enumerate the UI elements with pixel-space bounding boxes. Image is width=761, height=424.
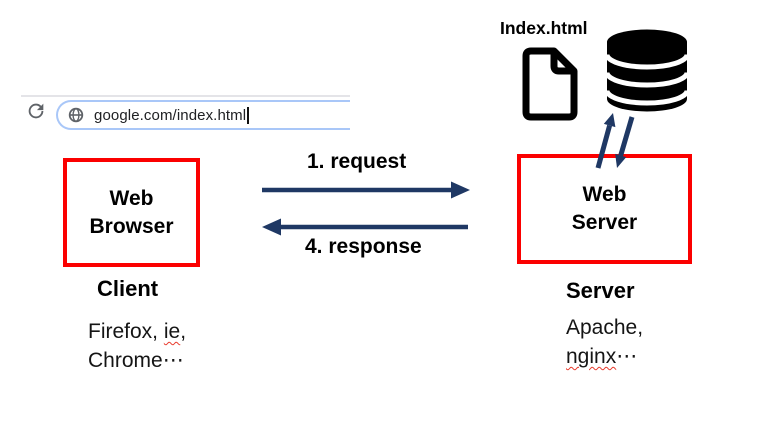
web-browser-label-line1: Web — [109, 186, 154, 210]
response-label: 4. response — [305, 235, 422, 258]
request-label: 1. request — [307, 150, 407, 173]
db-upload-arrow — [595, 113, 616, 169]
text-cursor — [247, 106, 249, 124]
browser-toolbar-divider — [21, 95, 350, 97]
server-examples-line1: Apache, — [566, 316, 644, 339]
server-examples-line2: nginx⋯ — [566, 345, 638, 368]
web-browser-node: Web Browser — [63, 158, 200, 267]
db-download-arrow — [615, 116, 635, 168]
left-arrow-icon — [262, 218, 468, 236]
misspelled-word-ie: ie — [163, 320, 181, 343]
right-arrow-icon — [262, 181, 470, 199]
file-name-label: Index.html — [500, 18, 588, 38]
database-icon — [604, 29, 690, 117]
reload-icon[interactable] — [25, 100, 47, 122]
url-bar[interactable]: google.com/index.html — [56, 100, 350, 130]
up-down-arrows-icon — [595, 113, 635, 169]
web-server-node: Web Server — [517, 154, 692, 264]
request-response-arrows — [262, 181, 470, 236]
globe-icon — [68, 107, 84, 123]
url-text[interactable]: google.com/index.html — [94, 106, 247, 124]
client-caption: Client — [97, 276, 159, 301]
misspelled-word-nginx: nginx — [566, 345, 617, 368]
server-caption: Server — [566, 278, 635, 303]
client-examples-line2: Chrome⋯ — [88, 349, 184, 372]
web-server-label-line1: Web — [582, 183, 627, 206]
file-icon — [521, 46, 579, 128]
client-examples-line1: Firefox, ie, — [88, 320, 187, 343]
client-examples: Firefox, ie, Chrome⋯ — [88, 317, 186, 375]
web-browser-label-line2: Browser — [89, 214, 174, 238]
web-server-label-line2: Server — [571, 211, 638, 234]
server-examples: Apache, nginx⋯ — [566, 313, 643, 371]
